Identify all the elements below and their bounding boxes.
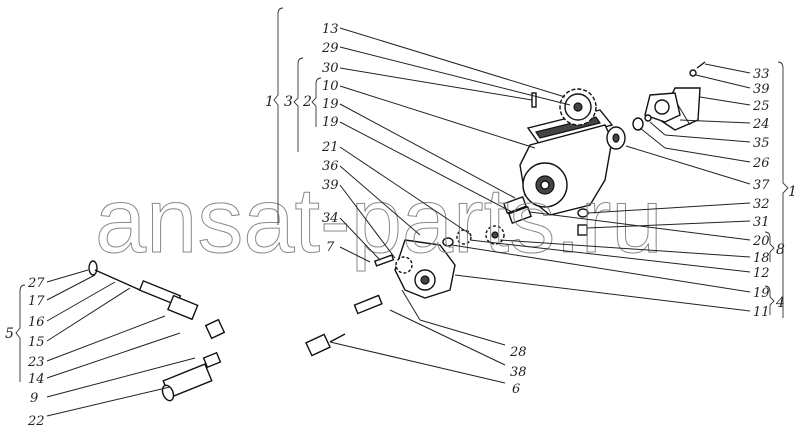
callout-20: 20 (752, 234, 770, 249)
cover-and-gasket (632, 61, 706, 131)
group-2: 2 (302, 94, 312, 110)
leader-lines (46, 27, 751, 417)
top-left-labels: 13 29 30 10 19 19 21 36 39 34 7 1 3 2 (265, 22, 339, 255)
group-5: 5 (5, 326, 14, 342)
group-4: 4 (775, 295, 785, 311)
callout-9: 9 (30, 391, 38, 406)
pump-housing (519, 109, 614, 216)
callout-25: 25 (752, 99, 770, 114)
callout-7: 7 (326, 240, 335, 255)
callout-38: 38 (510, 365, 527, 380)
group-8: 8 (776, 242, 785, 258)
group-1-right: 1 (788, 184, 797, 200)
callout-32: 32 (753, 197, 770, 212)
callout-19: 19 (322, 97, 339, 112)
drive-gear (559, 88, 597, 126)
callout-6: 6 (512, 382, 520, 397)
filter-sleeve (161, 351, 222, 402)
callout-15: 15 (28, 335, 45, 350)
oil-tube (204, 276, 393, 357)
callout-21: 21 (321, 140, 339, 155)
callout-17: 17 (28, 294, 45, 309)
callout-19b: 19 (322, 115, 339, 130)
pressure-sensor-assembly (88, 260, 199, 321)
callout-28: 28 (509, 345, 527, 360)
seal-ring (606, 126, 626, 150)
callout-11: 11 (753, 305, 770, 320)
callout-26: 26 (752, 156, 770, 171)
callout-18: 18 (753, 251, 770, 266)
watermark: ansat-parts.ru (95, 170, 663, 272)
callout-36: 36 (322, 159, 339, 174)
callout-35: 35 (753, 136, 770, 151)
callout-12: 12 (753, 266, 770, 281)
pump-body-lower (373, 239, 456, 299)
callout-23: 23 (27, 355, 45, 370)
callout-39: 39 (322, 178, 339, 193)
callout-33: 33 (753, 67, 770, 82)
callout-31: 31 (753, 215, 770, 230)
callout-10: 10 (322, 79, 339, 94)
callout-37: 37 (753, 178, 770, 193)
callout-16: 16 (28, 315, 45, 330)
callout-13: 13 (322, 22, 339, 37)
group-3: 3 (284, 94, 293, 110)
group-brackets (15, 7, 789, 382)
callout-29: 29 (321, 41, 339, 56)
callout-30: 30 (322, 61, 339, 76)
callout-27: 27 (27, 276, 45, 291)
callout-24: 24 (752, 117, 770, 132)
callout-39-right: 39 (753, 82, 770, 97)
right-labels: 33 39 25 24 35 26 37 32 31 20 18 12 19 1… (752, 67, 797, 320)
bottom-labels: 28 38 6 (509, 345, 527, 397)
group-1-left: 1 (265, 94, 274, 110)
callout-19-right: 19 (753, 286, 770, 301)
callout-22: 22 (27, 414, 45, 429)
callout-14: 14 (28, 372, 45, 387)
left-labels: 27 17 16 15 23 14 9 22 5 (5, 276, 45, 429)
callout-34: 34 (322, 211, 339, 226)
